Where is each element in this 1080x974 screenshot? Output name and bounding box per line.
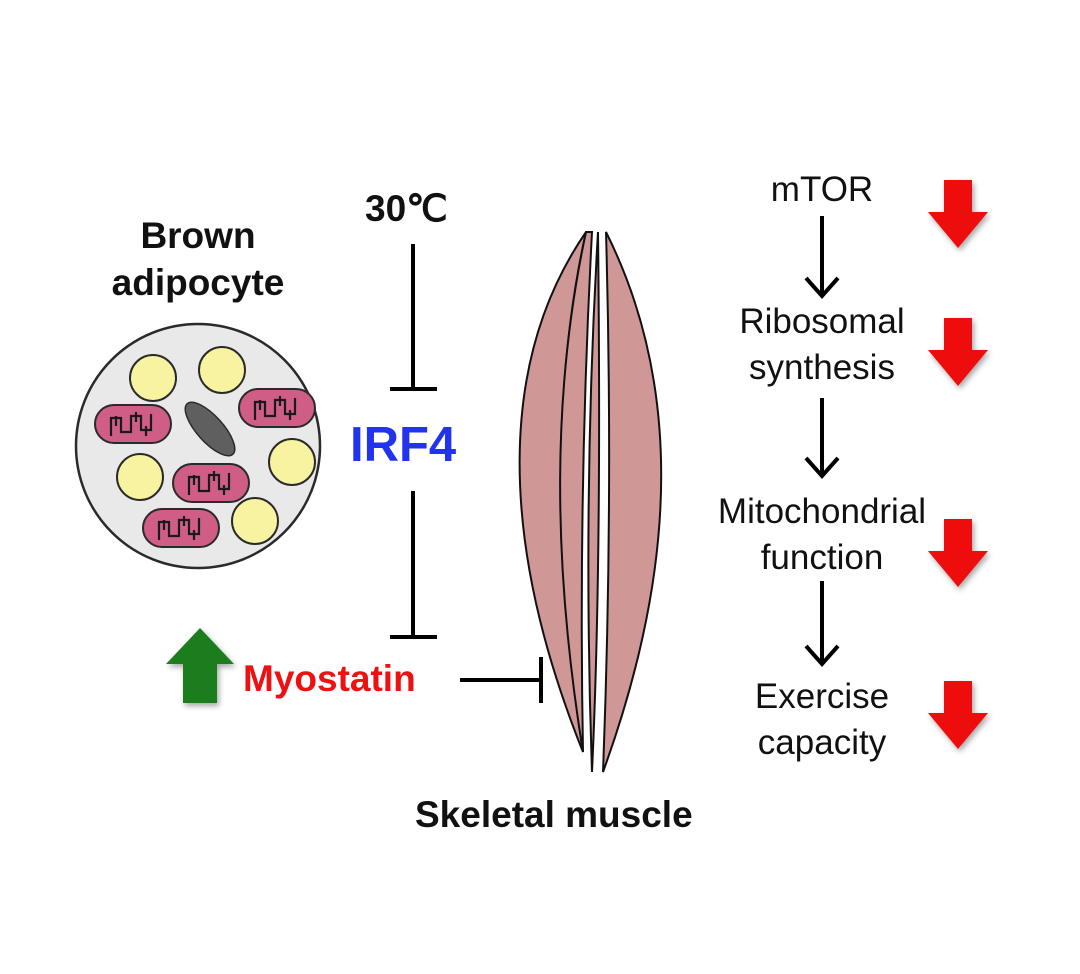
red-down-arrow-icon	[928, 180, 988, 248]
mitochondrion	[237, 387, 317, 429]
nucleus	[184, 401, 236, 457]
myostatin-label: Myostatin	[243, 658, 416, 699]
pathway-arrow	[804, 581, 840, 668]
pathway-label-mtor: mTOR	[770, 170, 874, 209]
green-up-arrow-icon	[166, 628, 234, 703]
skeletal-muscle-illustration	[518, 231, 663, 773]
muscle-fiber	[602, 231, 663, 773]
irf4-label: IRF4	[350, 418, 457, 472]
muscle-fiber	[559, 231, 594, 753]
mitochondrion	[171, 462, 251, 504]
lipid-droplet	[198, 346, 246, 394]
brown-adipocyte-cell	[74, 322, 322, 570]
skeletal-muscle-label: Skeletal muscle	[415, 794, 693, 835]
mitochondrion	[141, 507, 221, 549]
pathway-arrows	[804, 216, 840, 668]
temperature-label: 30℃	[365, 188, 448, 229]
lipid-droplet	[129, 354, 177, 402]
brown-adipocyte-label: Brown adipocyte	[111, 215, 285, 303]
pathway-arrow	[804, 216, 840, 300]
inhibition-irf4-myostatin	[390, 491, 437, 639]
pathway-label-exercise-capacity: Exercise capacity	[754, 677, 890, 762]
inhibition-temperature-irf4	[390, 244, 437, 391]
lipid-droplet	[268, 438, 316, 486]
pathway-arrow	[804, 398, 840, 480]
muscle-fiber	[587, 231, 601, 773]
pathway-label-mitochondrial-function: Mitochondrial function	[717, 492, 927, 577]
pathway-label-ribosomal-synthesis: Ribosomal synthesis	[739, 302, 905, 387]
lipid-droplet	[116, 453, 164, 501]
inhibition-myostatin-muscle	[460, 657, 543, 703]
lipid-droplet	[231, 497, 279, 545]
mitochondrion	[93, 403, 173, 445]
